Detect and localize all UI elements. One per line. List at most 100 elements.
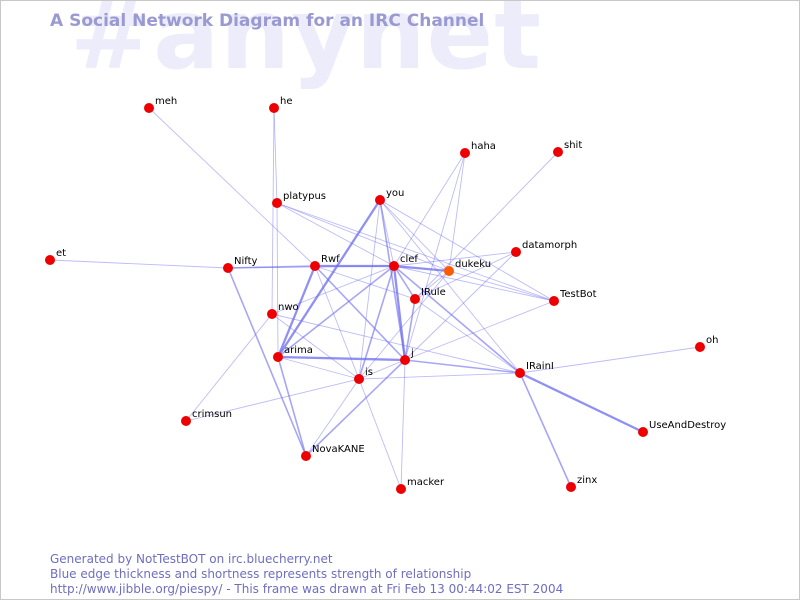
node-dot [553,147,563,157]
node-label: shit [564,140,582,151]
edge-is-NovaKANE [305,378,360,457]
edge-platypus-arima [276,202,279,358]
node-dot [549,296,559,306]
node-label: oh [706,335,718,346]
node-oh: oh [695,335,718,352]
node-arima: arima [273,345,313,362]
edge-clef-dukeku [393,264,450,273]
node-label: j [410,348,414,359]
edge-j-NovaKANE [305,359,406,457]
edge-shit-IRule [414,151,559,300]
node-dot [695,342,705,352]
edge-Nifty-Rwf [227,265,316,269]
edge-arima-is [277,356,360,380]
edge-nwo-crimsun [185,313,273,422]
node-dot [444,266,454,276]
node-dot [400,355,410,365]
edge-IRainI-zinx [519,372,572,488]
edge-IRule-IRainI [414,298,521,374]
node-dot [396,484,406,494]
node-he: he [269,96,293,113]
footer-generated-by: Generated by NotTestBOT on irc.bluecherr… [50,552,333,566]
node-dot [267,309,277,319]
edge-you-arima [277,199,381,358]
node-crimsun: crimsun [181,409,232,426]
node-j: j [400,348,414,365]
node-dot [223,263,233,273]
edge-datamorph-j [404,251,517,361]
edge-you-dukeku [379,199,450,272]
edge-is-IRainI [358,372,521,380]
node-label: macker [407,477,445,488]
node-label: arima [284,345,313,356]
node-dot [144,103,154,113]
channel-watermark: #anynet [70,0,542,92]
edge-you-TestBot [379,199,555,302]
edge-Rwf-is [314,265,360,380]
node-clef: clef [389,254,418,271]
edge-clef-datamorph [393,251,517,267]
node-label: UseAndDestroy [649,420,726,431]
edge-IRainI-UseAndDestroy [519,371,644,434]
edge-layer [49,107,701,490]
edge-platypus-dukeku [276,202,450,272]
edge-haha-j [404,152,466,361]
edge-he-platypus [273,107,278,204]
edge-platypus-clef [276,202,395,267]
node-nwo: nwo [267,302,299,319]
footer-timestamp: http://www.jibble.org/piespy/ - This fra… [50,582,564,596]
edge-haha-dukeku [448,152,466,272]
node-IRainI: IRainI [515,361,554,378]
edge-nwo-IRainI [271,313,521,374]
edge-arima-j [277,355,406,362]
node-haha: haha [460,141,496,158]
edge-clef-is [358,265,395,380]
node-label: meh [155,96,177,107]
node-UseAndDestroy: UseAndDestroy [638,420,726,437]
edge-clef-arima [277,265,395,358]
edge-meh-Rwf [148,107,316,267]
node-meh: meh [144,96,177,113]
edge-you-IRainI [379,199,521,374]
edge-Rwf-j [314,265,406,361]
node-dot [272,198,282,208]
node-label: IRainI [526,361,554,372]
node-dot [310,261,320,271]
node-dot [45,255,55,265]
node-label: you [386,188,404,199]
edge-Nifty-NovaKANE [227,267,307,457]
node-et: et [45,248,66,265]
node-label: nwo [278,302,299,313]
node-label: TestBot [559,289,597,300]
edge-datamorph-IRule [414,251,517,300]
node-label: platypus [283,191,326,202]
node-dot [301,451,311,461]
node-NovaKANE: NovaKANE [301,444,365,461]
footer-legend-note: Blue edge thickness and shortness repres… [50,567,472,581]
node-dot [515,368,525,378]
edge-is-macker [358,378,402,490]
edge-j-IRainI [404,359,521,374]
node-shit: shit [553,140,582,157]
edge-is-crimsun [185,378,360,422]
node-you: you [375,188,404,205]
edge-Rwf-arima [276,265,317,358]
edge-dukeku-is [358,270,450,380]
node-datamorph: datamorph [511,240,577,257]
node-dot [460,148,470,158]
node-is: is [354,367,373,384]
node-label: haha [471,141,496,152]
edge-platypus-TestBot [276,202,555,302]
node-dot [389,261,399,271]
edge-he-nwo [271,107,275,315]
edge-nwo-is [271,313,360,380]
node-label: dukeku [455,259,491,270]
node-dot [354,374,364,384]
edge-TestBot-j [404,300,555,361]
edge-j-macker [400,359,406,490]
node-dot [410,294,420,304]
node-dot [273,352,283,362]
node-Rwf: Rwf [310,254,340,271]
